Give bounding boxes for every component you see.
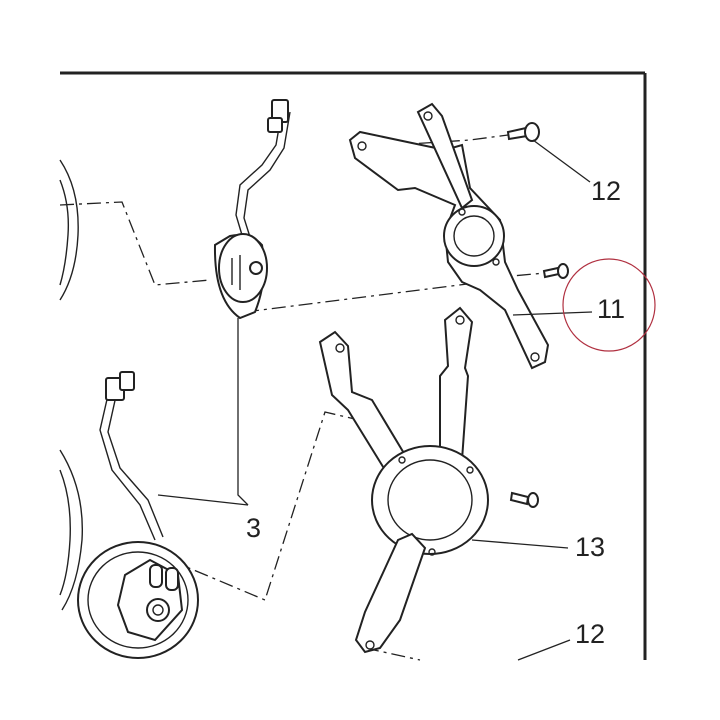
leader-lines <box>157 139 593 661</box>
screw-top <box>506 122 540 142</box>
callout-12-bottom: 12 <box>575 619 605 649</box>
headlight-body-lower <box>59 449 84 611</box>
callout-13: 13 <box>575 532 605 562</box>
diagram-frame <box>60 71 647 660</box>
bracket-lower <box>318 306 489 654</box>
bracket-upper <box>348 102 550 370</box>
callout-11-highlight-circle <box>562 258 656 352</box>
motor-assembly-lower <box>77 371 199 659</box>
screw-middle <box>542 263 569 279</box>
motor-assembly-upper <box>213 99 291 320</box>
callout-11: 11 <box>597 294 625 324</box>
screw-lower <box>509 491 539 508</box>
callout-12-top: 12 <box>591 176 621 206</box>
callout-3: 3 <box>246 513 261 543</box>
headlight-body-upper <box>59 159 79 301</box>
